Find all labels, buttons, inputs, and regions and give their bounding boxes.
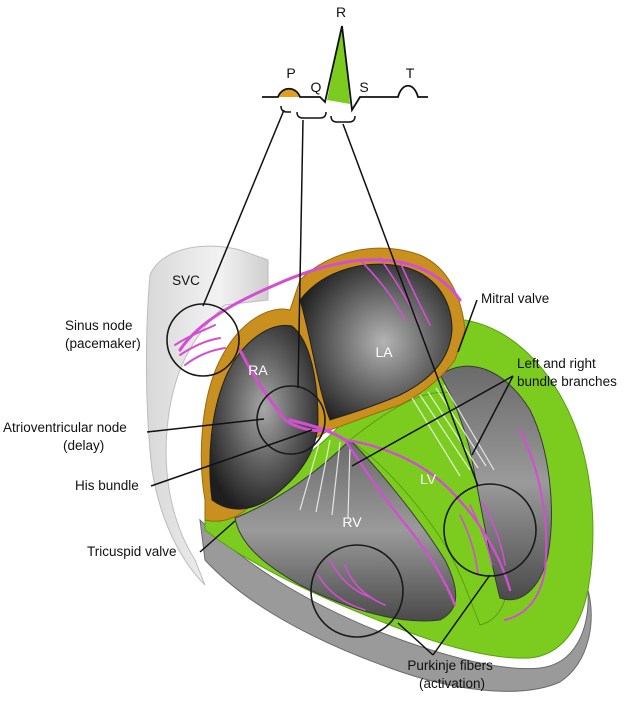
la-label: LA xyxy=(375,344,393,360)
pq-bracket xyxy=(297,112,326,118)
ecg-t-label: T xyxy=(406,65,415,81)
ecg-p-label: P xyxy=(286,65,295,81)
tricuspid-valve-label: Tricuspid valve xyxy=(87,544,177,559)
sinus-node-label: Sinus node (pacemaker) xyxy=(65,318,141,351)
mitral-valve-label: Mitral valve xyxy=(481,291,549,306)
ecg-trace: P Q R S T xyxy=(262,4,428,122)
rv-label: RV xyxy=(342,514,362,530)
p-bracket xyxy=(281,106,291,112)
his-bundle-label: His bundle xyxy=(75,478,139,493)
av-node-label: Atrioventricular node (delay) xyxy=(3,420,131,453)
qrs-bracket xyxy=(331,116,355,122)
svc-label: SVC xyxy=(172,273,200,288)
ra-label: RA xyxy=(248,362,268,378)
ecg-r-label: R xyxy=(336,4,346,20)
ecg-q-label: Q xyxy=(311,79,322,95)
ecg-s-label: S xyxy=(359,79,368,95)
lv-label: LV xyxy=(420,471,437,487)
heart-illustration: SVC RA LA LV RV xyxy=(146,246,592,691)
